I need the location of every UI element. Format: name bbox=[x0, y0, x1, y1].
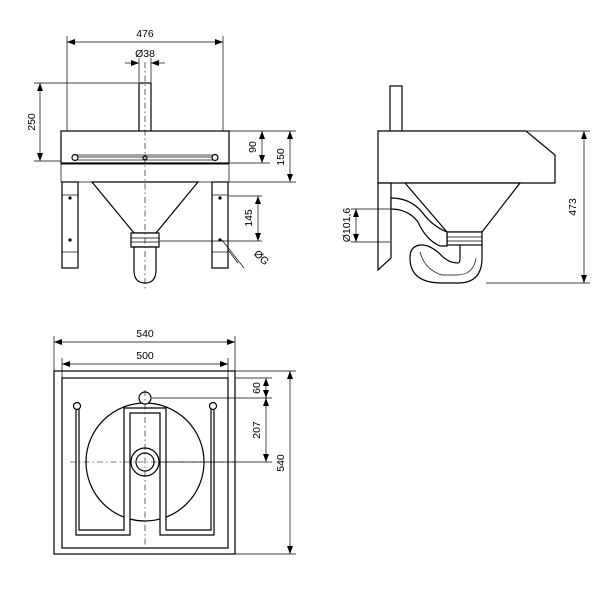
side-view: Ø101,6 473 bbox=[341, 85, 590, 284]
wall-bracket bbox=[377, 182, 392, 272]
dim-250: 250 bbox=[26, 113, 38, 131]
dim-trap-dia: Ø101,6 bbox=[341, 208, 353, 243]
dim-depth: 540 bbox=[275, 454, 287, 472]
p-trap bbox=[409, 244, 483, 284]
dim-pipe-dia: Ø38 bbox=[135, 48, 155, 60]
top-view: 540 500 60 207 540 bbox=[53, 328, 296, 555]
right-leg bbox=[211, 181, 229, 269]
top-outer bbox=[53, 370, 236, 555]
dim-outer-width: 540 bbox=[136, 328, 154, 340]
dim-60: 60 bbox=[251, 382, 263, 394]
trap-inlet bbox=[390, 197, 448, 247]
side-standpipe bbox=[389, 85, 403, 133]
left-leg bbox=[61, 181, 79, 269]
dim-476: 476 bbox=[136, 28, 154, 40]
front-view: 476 Ø38 250 90 150 145 ØG bbox=[26, 28, 296, 290]
dim-207: 207 bbox=[251, 421, 263, 439]
dim-90: 90 bbox=[247, 141, 259, 153]
dim-inner-width: 500 bbox=[136, 350, 154, 362]
dim-150: 150 bbox=[275, 148, 287, 166]
dim-473: 473 bbox=[567, 198, 579, 216]
side-basin bbox=[377, 130, 556, 184]
dim-145: 145 bbox=[243, 209, 255, 227]
side-collar bbox=[446, 231, 483, 246]
dim-thread: ØG bbox=[251, 248, 271, 268]
